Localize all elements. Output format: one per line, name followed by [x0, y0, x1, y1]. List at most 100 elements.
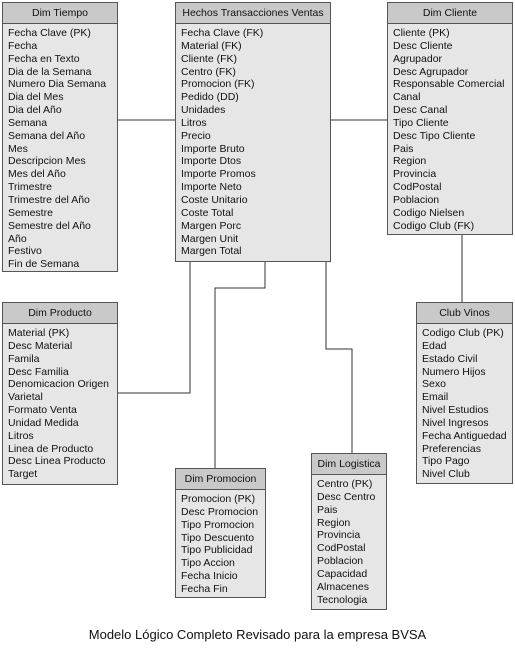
attribute-item: Fecha Clave (FK): [181, 27, 264, 39]
link-hechos-producto: [118, 262, 191, 394]
attribute-item: Litros: [8, 429, 34, 442]
attribute-item: Estado Civil: [422, 352, 478, 365]
attribute-item: Almacenes: [317, 580, 369, 593]
attribute-item: Tipo Pago: [422, 455, 470, 468]
attribute-item: Sexo: [422, 378, 446, 391]
attribute-item: Material (FK): [181, 39, 242, 52]
attribute-item: Semestre del Año: [8, 219, 91, 232]
attribute-item: Unidad Medida: [8, 416, 79, 429]
attribute-item: Desc Familia: [8, 365, 69, 378]
attribute-item: Cliente (PK): [393, 27, 450, 39]
entity-dim-promocion: Dim Promocion Promocion (PK)Desc Promoci…: [175, 468, 266, 598]
attribute-item: Margen Total: [181, 245, 242, 258]
attribute-item: Canal: [393, 91, 421, 104]
entity-title: Dim Logistica: [312, 454, 386, 475]
attribute-item: Codigo Nielsen: [393, 206, 465, 219]
attribute-item: Poblacion: [317, 555, 364, 568]
attribute-item: Fecha: [8, 39, 38, 52]
attribute-item: Provincia: [393, 168, 437, 181]
attribute-item: Promocion (FK): [181, 78, 255, 91]
link-hechos-promocion: [214, 262, 266, 468]
attribute-item: Tipo Cliente: [393, 116, 449, 129]
attribute-item: Importe Bruto: [181, 142, 245, 155]
attribute-item: Preferencias: [422, 442, 481, 455]
attribute-item: Litros: [181, 116, 207, 129]
attribute-item: Numero Hijos: [422, 365, 486, 378]
diagram-caption: Modelo Lógico Completo Revisado para la …: [88, 627, 427, 642]
attribute-item: Region: [317, 516, 351, 529]
attribute-item: Varietal: [8, 391, 43, 404]
attribute-item: Desc Promocion: [181, 505, 259, 518]
attribute-item: Semana del Año: [8, 129, 86, 142]
attribute-item: Desc Linea Producto: [8, 455, 106, 468]
attribute-item: Pais: [317, 503, 338, 516]
attribute-item: Fecha Fin: [181, 582, 228, 595]
attribute-item: Trimestre: [8, 181, 52, 194]
attribute-item: Cliente (FK): [181, 52, 238, 65]
attribute-item: CodPostal: [393, 181, 442, 194]
attribute-item: Denomicacion Origen: [8, 378, 109, 391]
attribute-item: Semana: [8, 116, 48, 129]
attribute-item: Trimestre del Año: [8, 193, 90, 206]
attribute-item: Dia del Mes: [8, 91, 64, 104]
attribute-item: Fecha Clave (PK): [8, 27, 91, 39]
attribute-item: Semestre: [8, 206, 53, 219]
attribute-item: Margen Porc: [181, 219, 242, 232]
attribute-item: Mes: [8, 142, 28, 155]
attribute-item: Codigo Club (FK): [393, 219, 475, 232]
attribute-item: Numero Dia Semana: [8, 78, 107, 91]
attribute-item: Mes del Año: [8, 168, 66, 181]
attribute-item: Importe Dtos: [181, 155, 242, 168]
attribute-item: Tecnologia: [317, 593, 368, 606]
attribute-item: Pais: [393, 142, 414, 155]
attribute-item: Centro (FK): [181, 65, 236, 78]
attribute-item: Unidades: [181, 104, 226, 117]
attribute-item: Codigo Club (PK): [422, 327, 504, 339]
attribute-item: Coste Unitario: [181, 193, 248, 206]
attribute-item: Desc Agrupador: [393, 65, 469, 78]
attribute-item: Capacidad: [317, 567, 368, 580]
attribute-item: Linea de Producto: [8, 442, 94, 455]
attribute-item: Email: [422, 391, 449, 404]
entity-title: Club Vinos: [417, 303, 512, 324]
attribute-item: Fecha Inicio: [181, 570, 238, 583]
attribute-item: Desc Material: [8, 339, 73, 352]
attribute-item: Fecha en Texto: [8, 52, 80, 65]
attribute-item: Fin de Semana: [8, 258, 80, 271]
attribute-item: Famila: [8, 352, 40, 365]
entity-title: Dim Cliente: [388, 3, 512, 24]
entity-title: Hechos Transacciones Ventas: [176, 3, 330, 24]
attribute-item: Importe Promos: [181, 168, 256, 181]
attribute-item: Tipo Promocion: [181, 518, 255, 531]
attribute-item: Desc Tipo Cliente: [393, 129, 476, 142]
attribute-item: Desc Centro: [317, 490, 376, 503]
attribute-item: Formato Venta: [8, 404, 77, 417]
attribute-item: Año: [8, 232, 27, 245]
link-hechos-logistica: [325, 262, 353, 453]
attribute-item: Provincia: [317, 529, 361, 542]
attribute-item: Dia de la Semana: [8, 65, 92, 78]
attribute-item: Tipo Publicidad: [181, 544, 253, 557]
attribute-item: Desc Cliente: [393, 39, 453, 52]
attribute-item: Precio: [181, 129, 211, 142]
attribute-item: Region: [393, 155, 427, 168]
attribute-item: Tipo Descuento: [181, 531, 255, 544]
attribute-item: Nivel Club: [422, 468, 470, 481]
attribute-item: Material (PK): [8, 327, 70, 339]
entity-title: Dim Tiempo: [3, 3, 117, 24]
attribute-item: CodPostal: [317, 542, 366, 555]
attribute-item: Coste Total: [181, 206, 234, 219]
entity-title: Dim Promocion: [176, 469, 265, 490]
attribute-item: Poblacion: [393, 193, 440, 206]
